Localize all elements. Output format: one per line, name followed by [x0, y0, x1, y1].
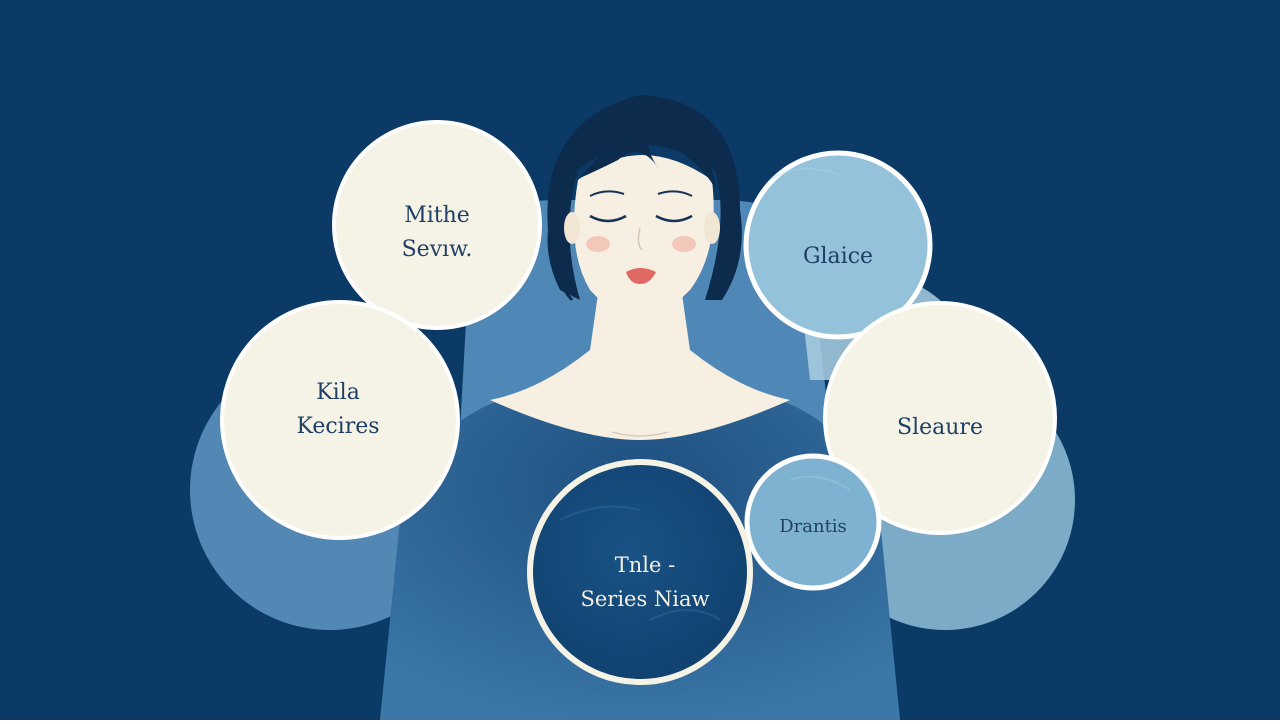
right-eye: [655, 214, 693, 223]
bubble-mid-right-line1: Sleaure: [897, 415, 983, 440]
bubble-bottom-center: [527, 459, 753, 685]
bubble-small-right: [744, 453, 882, 591]
figure-neck: [490, 280, 790, 440]
bubble-small-right-label: Drantis: [779, 510, 847, 544]
texture-marks: [559, 167, 851, 621]
bubble-mid-left: [220, 300, 460, 540]
bubble-top-left-line2: Sevıw.: [401, 237, 473, 262]
bubble-top-right-label: Glaice: [803, 240, 873, 274]
bubble-bottom-center-line2: Series Niaw: [580, 587, 710, 611]
left-eye: [589, 214, 627, 223]
bubble-bottom-center-line1: Tnle -: [614, 553, 676, 577]
bubble-top-right-line1: Glaice: [802, 244, 874, 269]
bubble-top-left: [332, 120, 542, 330]
bubble-top-left-label: Mithe Sevıw.: [402, 199, 473, 267]
figure-lips: [626, 268, 656, 284]
bubble-mid-left-line2: Kecires: [296, 414, 380, 439]
bubble-mid-left-line1: Kila: [316, 380, 360, 405]
bubble-mid-left-label: Kila Kecires: [296, 376, 379, 444]
bubble-top-left-line1: Mithe: [404, 203, 470, 228]
figure-face: [574, 155, 714, 322]
bubble-top-right: [743, 150, 933, 340]
bubble-mid-right: [823, 301, 1057, 535]
bubble-bottom-center-label: Tnle - Series Niaw: [580, 548, 709, 616]
bubble-small-right-line1: Drantis: [779, 516, 847, 537]
bubble-mid-right-label: Sleaure: [897, 411, 983, 445]
